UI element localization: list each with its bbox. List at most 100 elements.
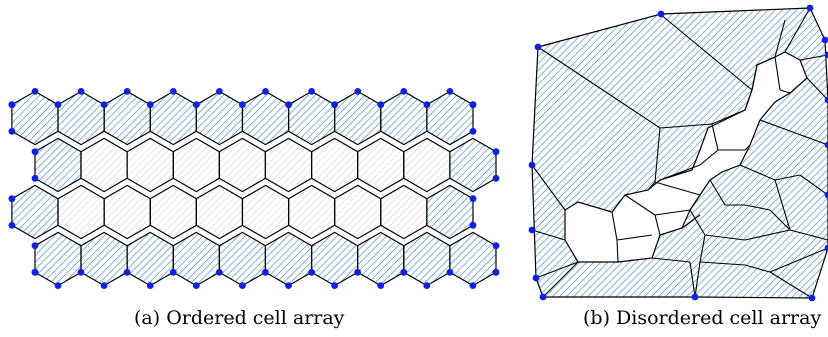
cell-edge: [624, 194, 656, 216]
boundary-node: [216, 88, 223, 95]
boundary-cell: [218, 231, 266, 287]
boundary-node: [446, 268, 454, 276]
cell-edge: [531, 164, 566, 211]
boundary-node: [123, 268, 131, 276]
boundary-node: [469, 195, 477, 203]
boundary-cell: [34, 137, 82, 193]
cell-edge: [537, 46, 661, 129]
boundary-node: [331, 282, 338, 289]
cell-edge: [751, 64, 758, 91]
boundary-node: [824, 51, 828, 59]
boundary-node: [539, 293, 547, 301]
cell-edge: [756, 56, 776, 66]
boundary-cell: [103, 90, 151, 146]
boundary-node: [169, 88, 177, 95]
interior-cell: [403, 137, 451, 193]
boundary-node: [400, 268, 408, 276]
boundary-cell: [449, 137, 497, 193]
boundary-node: [806, 4, 814, 12]
interior-cell: [288, 184, 336, 240]
boundary-node: [146, 101, 154, 109]
boundary-node: [8, 195, 16, 203]
boundary-cell: [264, 231, 313, 287]
boundary-node: [657, 10, 665, 18]
boundary-node: [100, 101, 108, 109]
boundary-node: [54, 282, 62, 289]
boundary-node: [824, 191, 828, 199]
cell-edge: [711, 109, 746, 125]
boundary-node: [77, 88, 85, 95]
boundary-node: [377, 282, 385, 289]
boundary-node: [215, 268, 223, 276]
boundary-node: [824, 96, 828, 104]
boundary-node: [824, 244, 828, 252]
boundary-cell: [380, 90, 428, 146]
ordered-cell-array-panel: [8, 88, 500, 289]
boundary-cell: [80, 231, 128, 287]
boundary-node: [239, 282, 246, 289]
boundary-node: [262, 88, 269, 95]
interior-cell: [172, 137, 220, 193]
cell-edge: [769, 271, 813, 299]
cell-edge: [531, 229, 566, 241]
boundary-cell: [449, 231, 497, 287]
boundary-node: [528, 226, 536, 234]
interior-cell: [241, 184, 290, 240]
cell-edge: [654, 127, 661, 183]
cell-edge: [689, 194, 701, 211]
cell-edge: [699, 261, 746, 266]
boundary-node: [492, 268, 500, 276]
cell-edge: [744, 204, 771, 211]
boundary-cell: [34, 231, 82, 287]
boundary-node: [528, 161, 536, 169]
boundary-node: [77, 268, 85, 276]
cell-edge: [616, 239, 619, 263]
cell-edge: [542, 261, 579, 298]
boundary-cell: [11, 184, 59, 240]
boundary-node: [808, 294, 816, 302]
boundary-node: [492, 148, 500, 156]
interior-cell: [126, 137, 174, 193]
cell-edge: [647, 181, 656, 191]
interior-cell: [357, 137, 405, 193]
interior-cell: [218, 137, 266, 193]
boundary-node: [821, 36, 828, 44]
cell-edge: [711, 123, 719, 151]
interior-cell: [80, 137, 128, 193]
boundary-node: [31, 174, 39, 182]
interior-cell: [311, 137, 359, 193]
boundary-node: [8, 101, 16, 109]
interior-cell: [149, 184, 197, 240]
boundary-node: [469, 282, 477, 289]
boundary-node: [31, 88, 39, 95]
cell-edge: [535, 261, 579, 279]
boundary-node: [239, 101, 246, 109]
cell-edge: [759, 119, 828, 146]
boundary-node: [423, 101, 431, 109]
boundary-node: [824, 141, 828, 149]
boundary-node: [8, 221, 16, 229]
interior-cell: [195, 184, 244, 240]
cell-edge: [789, 229, 828, 241]
cell-edge: [799, 174, 828, 196]
boundary-node: [285, 282, 292, 289]
cell-edge: [681, 214, 701, 229]
boundary-cell: [195, 90, 244, 146]
cell-edge: [774, 179, 791, 231]
cell-edge: [774, 19, 786, 58]
boundary-cell: [426, 184, 474, 240]
boundary-node: [377, 101, 385, 109]
cell-edge: [611, 211, 618, 241]
boundary-node: [169, 268, 177, 276]
boundary-node: [100, 282, 108, 289]
cell-edge: [654, 214, 661, 236]
boundary-node: [446, 88, 454, 95]
boundary-node: [331, 101, 338, 109]
boundary-node: [31, 242, 39, 250]
cell-edge: [659, 164, 701, 181]
boundary-node: [354, 268, 361, 276]
cell-edge: [779, 89, 791, 94]
cell-edge: [694, 261, 701, 298]
disordered-cell-array-panel: [528, 4, 828, 302]
